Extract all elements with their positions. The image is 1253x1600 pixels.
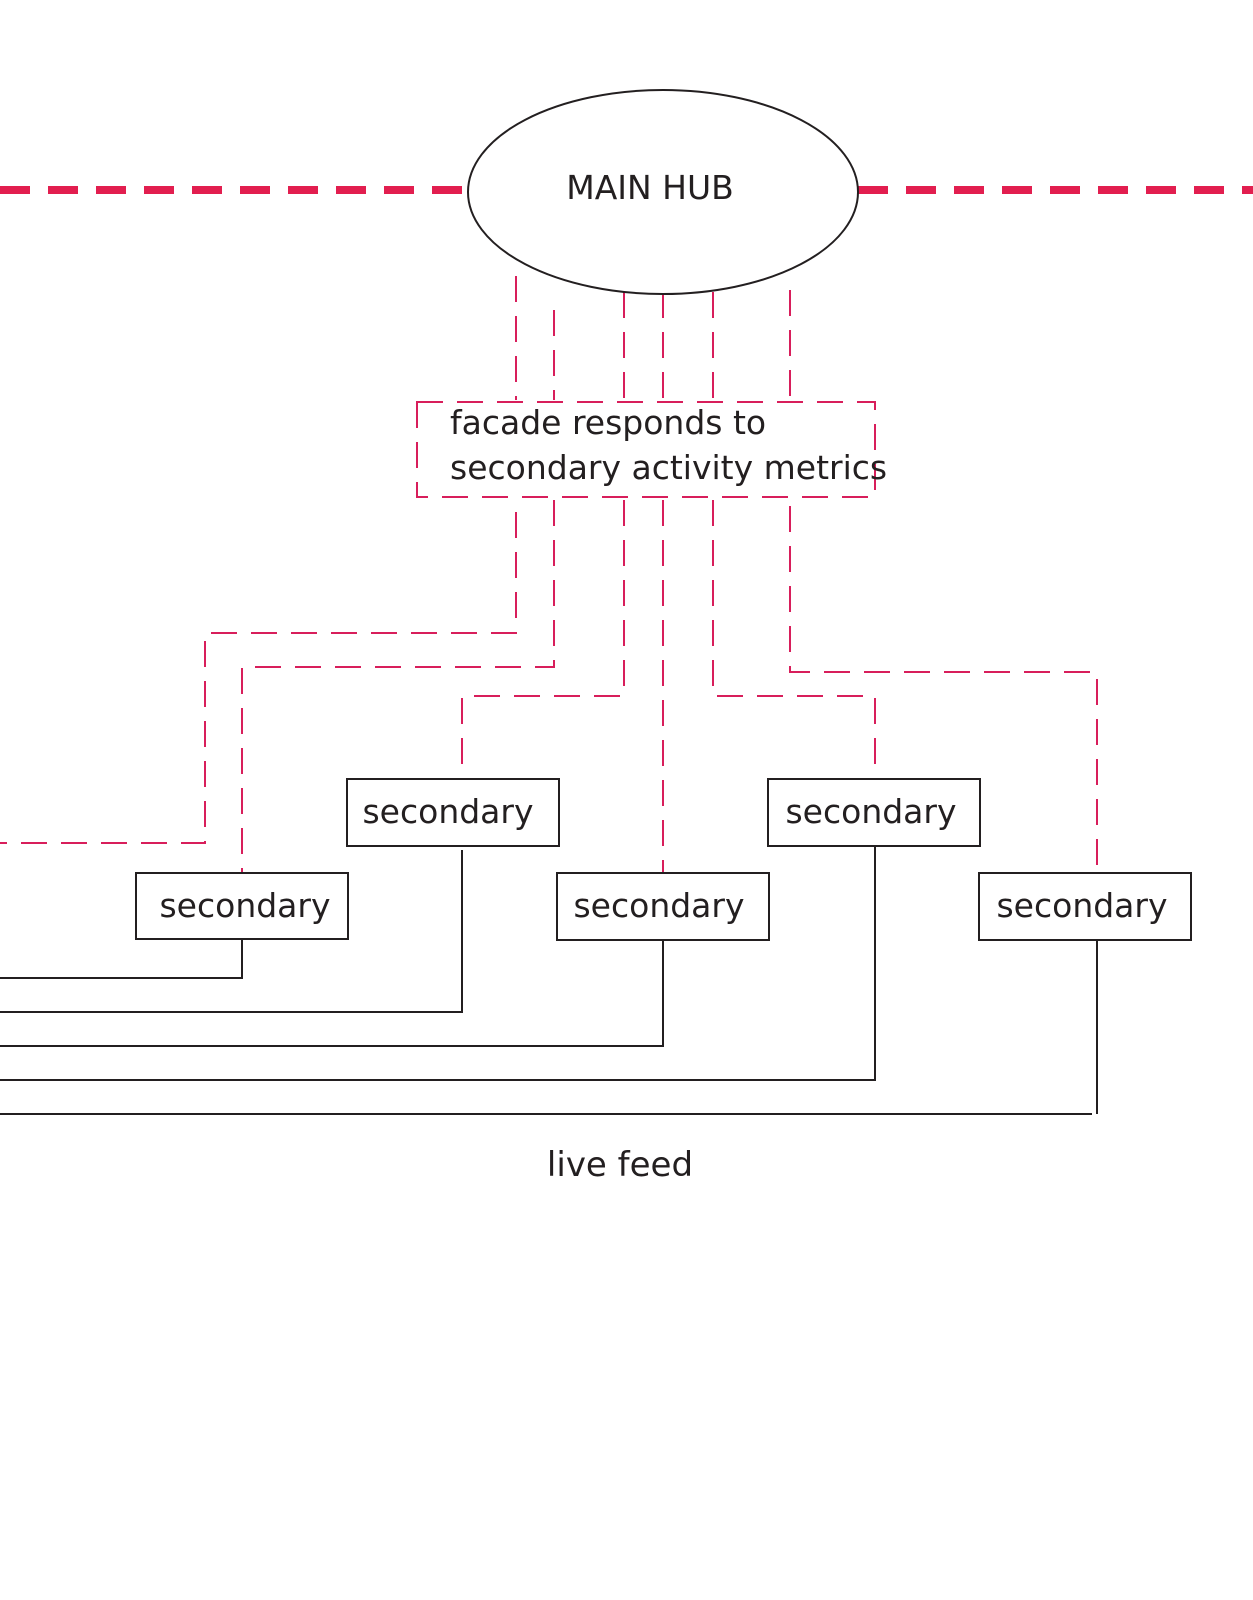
secondary-node-box xyxy=(767,778,981,847)
signal-lines-lower xyxy=(0,500,1098,872)
secondary-node-label: secondary xyxy=(996,886,1167,925)
secondary-node-5: secondary xyxy=(978,872,1192,941)
main-hub: MAIN HUB xyxy=(467,89,859,295)
feed-wire-3 xyxy=(0,940,664,1047)
secondary-node-3: secondary xyxy=(556,872,770,941)
feed-wire-2 xyxy=(0,850,463,1013)
secondary-node-label: secondary xyxy=(573,886,744,925)
main-hub-ellipse xyxy=(467,89,859,295)
secondary-node-box xyxy=(978,872,1192,941)
signal-lines-upper xyxy=(515,276,791,400)
feed-wire-4 xyxy=(0,846,876,1081)
signal-route-node-2 xyxy=(461,500,625,778)
secondary-node-box xyxy=(135,872,349,940)
secondary-node-label: secondary xyxy=(362,792,533,831)
signal-route-far-left xyxy=(0,512,517,844)
live-feed-label: live feed xyxy=(547,1145,693,1185)
facade: facade responds to secondary activity me… xyxy=(450,403,887,487)
facade-line-2: secondary activity metrics xyxy=(450,448,887,487)
signal-route-node-4 xyxy=(712,500,876,778)
signal-route-node-1 xyxy=(241,500,555,872)
feed-wires xyxy=(0,846,1098,1115)
secondary-node-label: secondary xyxy=(785,792,956,831)
main-hub-label: MAIN HUB xyxy=(566,168,734,207)
facade-line-1: facade responds to xyxy=(450,403,766,442)
secondary-node-1: secondary xyxy=(135,872,349,940)
facade-box xyxy=(416,401,876,498)
secondary-node-2: secondary xyxy=(346,778,560,847)
secondary-node-4: secondary xyxy=(767,778,981,847)
secondary-node-label: secondary xyxy=(159,886,330,925)
feed-wire-1 xyxy=(0,940,243,979)
secondary-node-box xyxy=(346,778,560,847)
signal-route-node-5 xyxy=(789,506,1098,872)
secondary-node-box xyxy=(556,872,770,941)
